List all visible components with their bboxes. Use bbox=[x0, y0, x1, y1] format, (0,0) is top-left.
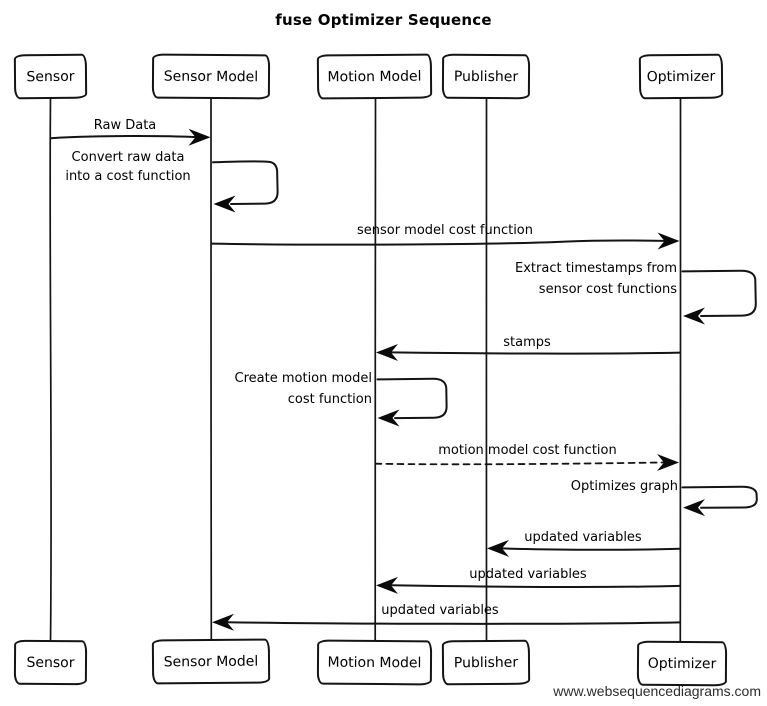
arrowheads bbox=[188, 128, 705, 631]
message-label-stamps: stamps bbox=[503, 335, 551, 350]
lifeline-motion-model bbox=[374, 98, 377, 643]
participant-sensor-bottom: Sensor bbox=[13, 639, 88, 686]
message-label-convert-raw-data: Convert raw data into a cost function bbox=[65, 150, 191, 184]
message-lines bbox=[50, 135, 758, 625]
participant-label: Publisher bbox=[453, 654, 519, 671]
dashed-line-motion-model-cost-function bbox=[374, 461, 667, 466]
arrow-line-updated-variables-motion-model bbox=[390, 584, 681, 588]
arrowhead-sensor-model-cost-function bbox=[657, 232, 680, 250]
arrowhead-create-motion-model bbox=[377, 409, 400, 427]
participant-label: Sensor bbox=[26, 68, 75, 85]
arrow-line-raw-data bbox=[50, 135, 199, 140]
participant-motion-model-bottom: Motion Model bbox=[316, 639, 433, 686]
arrowhead-extract-timestamps bbox=[683, 307, 705, 325]
participant-sensor-model-bottom: Sensor Model bbox=[151, 638, 271, 685]
participant-publisher-bottom: Publisher bbox=[441, 639, 531, 686]
lifeline-optimizer bbox=[679, 98, 682, 643]
participant-label: Sensor bbox=[26, 654, 75, 671]
arrowhead-optimizes-graph bbox=[683, 499, 705, 517]
arrow-line-updated-variables-sensor-model bbox=[226, 621, 681, 625]
self-loop-optimizes-graph bbox=[681, 485, 758, 509]
lifeline-sensor bbox=[49, 98, 52, 643]
participant-optimizer-bottom: Optimizer bbox=[636, 640, 728, 687]
message-label-updated-variables-motion-model: updated variables bbox=[469, 567, 587, 582]
arrow-line-updated-variables-publisher bbox=[501, 547, 681, 551]
participant-label: Sensor Model bbox=[163, 68, 259, 85]
message-label-sensor-model-cost-function: sensor model cost function bbox=[356, 223, 534, 238]
arrowhead-updated-variables-publisher bbox=[487, 539, 509, 557]
self-loop-create-motion-model bbox=[376, 377, 448, 420]
watermark-url: www.websequencediagrams.com bbox=[553, 683, 761, 699]
arrowhead-motion-model-cost-function bbox=[657, 454, 679, 471]
participant-motion-model-top: Motion Model bbox=[316, 53, 433, 100]
self-loop-extract-timestamps bbox=[681, 269, 757, 317]
participant-optimizer-top: Optimizer bbox=[638, 53, 724, 100]
participant-label: Optimizer bbox=[647, 655, 717, 672]
arrowhead-updated-variables-motion-model bbox=[376, 576, 398, 594]
arrowhead-convert-raw-data bbox=[213, 195, 236, 213]
arrow-line-stamps bbox=[390, 351, 681, 355]
arrow-line-sensor-model-cost-function bbox=[210, 239, 668, 246]
message-label-create-motion-model: Create motion model cost function bbox=[234, 371, 372, 407]
message-label-optimizes-graph: Optimizes graph bbox=[570, 479, 678, 494]
participant-sensor-top: Sensor bbox=[13, 53, 88, 100]
message-label-updated-variables-publisher: updated variables bbox=[524, 530, 642, 545]
participant-label: Optimizer bbox=[646, 68, 716, 85]
message-label-raw-data: Raw Data bbox=[93, 118, 157, 133]
lifeline-publisher bbox=[485, 98, 488, 643]
arrowhead-stamps bbox=[376, 344, 398, 361]
participant-label: Sensor Model bbox=[163, 653, 259, 670]
message-label-extract-timestamps: Extract timestamps from sensor cost func… bbox=[515, 261, 677, 297]
arrowhead-raw-data bbox=[188, 128, 211, 146]
message-label-motion-model-cost-function: motion model cost function bbox=[438, 443, 617, 458]
lifelines bbox=[49, 98, 682, 643]
participant-label: Publisher bbox=[453, 68, 519, 85]
participant-publisher-top: Publisher bbox=[441, 53, 531, 100]
lifeline-sensor-model bbox=[209, 98, 213, 643]
arrowhead-updated-variables-sensor-model bbox=[212, 613, 234, 631]
diagram-title: fuse Optimizer Sequence bbox=[275, 11, 492, 29]
participant-sensor-model-top: Sensor Model bbox=[151, 53, 271, 100]
participant-label: Motion Model bbox=[327, 68, 422, 85]
self-loop-convert-raw-data bbox=[212, 160, 279, 205]
message-label-updated-variables-sensor-model: updated variables bbox=[381, 603, 499, 618]
participant-label: Motion Model bbox=[327, 654, 422, 671]
